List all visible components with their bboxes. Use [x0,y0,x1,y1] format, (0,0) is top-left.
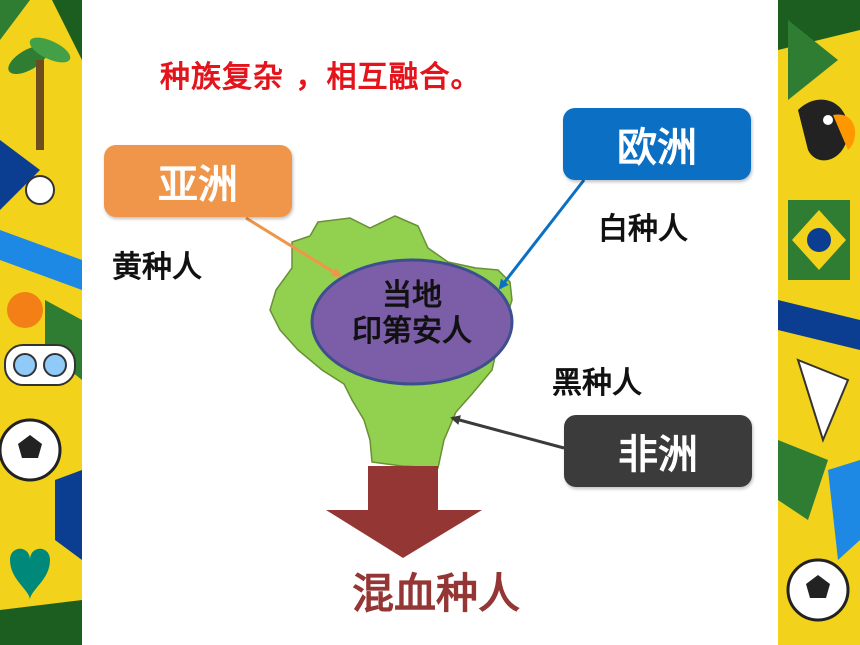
native-line-1: 当地 [382,278,442,313]
slide-title: 种族复杂 ，相互融合。 [160,60,482,95]
right-decorative-border [778,0,860,645]
europe-arrow [498,179,586,290]
down-arrow [326,466,482,558]
black-race-label: 黑种人 [552,366,642,401]
white-race-label: 白种人 [598,212,688,247]
asia-box: 亚洲 [104,145,292,217]
left-decorative-border [0,0,82,645]
europe-box: 欧洲 [563,108,751,180]
africa-arrow [450,415,565,450]
africa-box: 非洲 [564,415,752,487]
africa-label: 非洲 [618,432,698,478]
asia-arrow [245,216,342,278]
yellow-race-label: 黄种人 [112,250,202,285]
native-text: 当地 印第安人 [312,278,512,350]
native-ellipse [310,258,514,386]
europe-label: 欧洲 [617,125,697,171]
result-label: 混血种人 [351,569,520,618]
native-line-2: 印第安人 [352,314,472,349]
asia-label: 亚洲 [158,162,238,208]
